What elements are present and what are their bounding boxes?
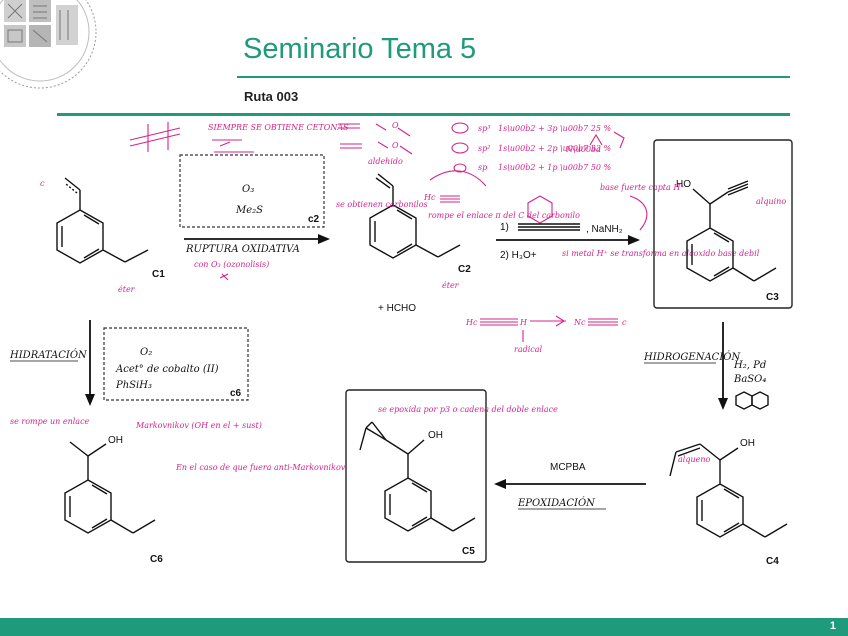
note-markovnikov: Markovnikov (OH en el + sust) [135,421,262,430]
c5-box [345,389,487,563]
reaction-scheme: C1 éter c O₃ Me₂S c2 RUPTURA OXIDATIVA c… [9,121,793,567]
acetylide-sketch: Hc H Nc c radical [465,315,627,354]
svg-text:1s\u00b2 + 3p \u00b7 25 %: 1s\u00b2 + 3p \u00b7 25 % [498,124,611,133]
note-c1-vinyl: c [40,179,45,188]
label-c6: C6 [150,554,163,565]
label-oh-c5: OH [428,430,443,441]
reagent-o3: O₃ [242,184,254,195]
svg-text:O: O [392,121,399,130]
step-1: 1) [500,222,509,233]
page-number: 1 [829,620,836,632]
svg-text:Hc: Hc [465,318,478,327]
svg-text:1s\u00b2 + 1p \u00b7 50 %: 1s\u00b2 + 1p \u00b7 50 % [498,163,611,172]
molecule-c1: C1 éter c [40,177,165,294]
svg-text:O: O [392,141,399,150]
note-sp2: sp² [478,144,490,153]
label-c3: C3 [766,292,779,303]
note-dienes: SIEMPRE SE OBTIENE CETONAS [208,123,349,132]
reagent-nanh2: , NaNH₂ [586,224,623,235]
svg-text:N\u00ba: N\u00ba [565,145,601,154]
svg-text:H: H [519,318,528,327]
note-epoxidacion: EPOXIDACIÓN [517,497,596,509]
footer-bar: 1 [0,618,848,636]
label-c2: C2 [458,264,471,275]
hydration-reagent-box [103,327,249,401]
svg-text:Nc: Nc [573,318,586,327]
byproduct-hcho: + HCHO [378,303,416,314]
title-underline [237,76,790,78]
label-ho-c3: HO [676,179,691,190]
note-obtienen-carbonilos: se obtienen carbonilos [336,200,428,209]
label-c4: C4 [766,556,779,567]
orbital-notes: sp³ sp² sp 1s\u00b2 + 3p \u00b7 25 % 1s\… [451,122,625,173]
reagent-mcpba: MCPBA [550,462,586,473]
alkene-sketch [129,122,181,152]
quinoline-icon [735,391,769,410]
svg-text:Hc: Hc [423,193,436,202]
note-hidrogenacion: HIDROGENACIÓN [643,351,741,363]
university-seal-logo [0,0,100,100]
note-aldehido: aldehido [368,157,403,166]
note-epoxido: se epoxida por p3 o cadena del doble enl… [378,405,558,414]
alkyne-addition-step: 1) , NaNH₂ 2) H₃O+ [496,222,640,261]
c3-box [653,139,793,309]
note-eter-c2: éter [442,281,460,290]
molecule-c5: OH C5 se epoxida por p3 o cadena del dob… [359,405,558,557]
reagent-phsih3: PhSiH₃ [115,380,152,391]
label-c1: C1 [152,269,165,280]
reagent-cobalt: Acet° de cobalto (II) [115,364,219,375]
note-anti-markovnikov: En el caso de que fuera anti-Markovnikov [175,463,346,472]
svg-text:radical: radical [514,345,543,354]
box-label-c6: c6 [230,388,242,399]
note-hidratacion: HIDRATACIÓN [9,349,88,361]
note-metal-transforma: si metal H⁺ se transforma en alcoxido ba… [562,249,760,258]
section-divider [57,113,790,116]
ozonolysis-reagent-box [179,154,325,228]
reagent-o2: O₂ [140,347,152,358]
note-rompe-enlace-c6: se rompe un enlace [10,417,90,426]
note-rompe-enlace: rompe el enlace π del C del carbonilo [428,211,580,220]
note-ruptura-ozonolisis: con O₃ (ozonolisis) [194,260,269,269]
note-base-fuerte: base fuerte capta H⁺ [600,183,685,192]
reagent-me2s: Me₂S [235,205,263,216]
note-alquino: alquino [756,197,786,206]
label-c5: C5 [462,546,475,557]
note-ruptura: RUPTURA OXIDATIVA [185,244,300,255]
box-label-c2: c2 [308,214,320,225]
note-sp: sp [478,163,487,172]
note-sp3: sp³ [478,124,490,133]
molecule-c2: C2 éter + HCHO [369,173,471,314]
svg-text:c: c [622,318,627,327]
label-oh-c6: OH [108,435,123,446]
note-eter-c1: éter [118,285,136,294]
step-2: 2) H₃O+ [500,250,537,261]
svg-text:1s\u00b2 + 2p \u00b7 33 %: 1s\u00b2 + 2p \u00b7 33 % [498,144,611,153]
reagent-h2-pd: H₂, Pd [733,360,766,371]
molecule-c4: OH C4 alqueno [669,438,788,567]
slide-subtitle: Ruta 003 [244,89,299,104]
label-oh-c4: OH [740,438,755,449]
molecule-c6: OH C6 [64,435,163,565]
molecule-c3: HO C3 alquino [676,179,786,303]
reagent-baso4: BaSO₄ [733,374,766,385]
note-alqueno: alqueno [678,455,710,464]
slide-title: Seminario Tema 5 [243,33,477,65]
